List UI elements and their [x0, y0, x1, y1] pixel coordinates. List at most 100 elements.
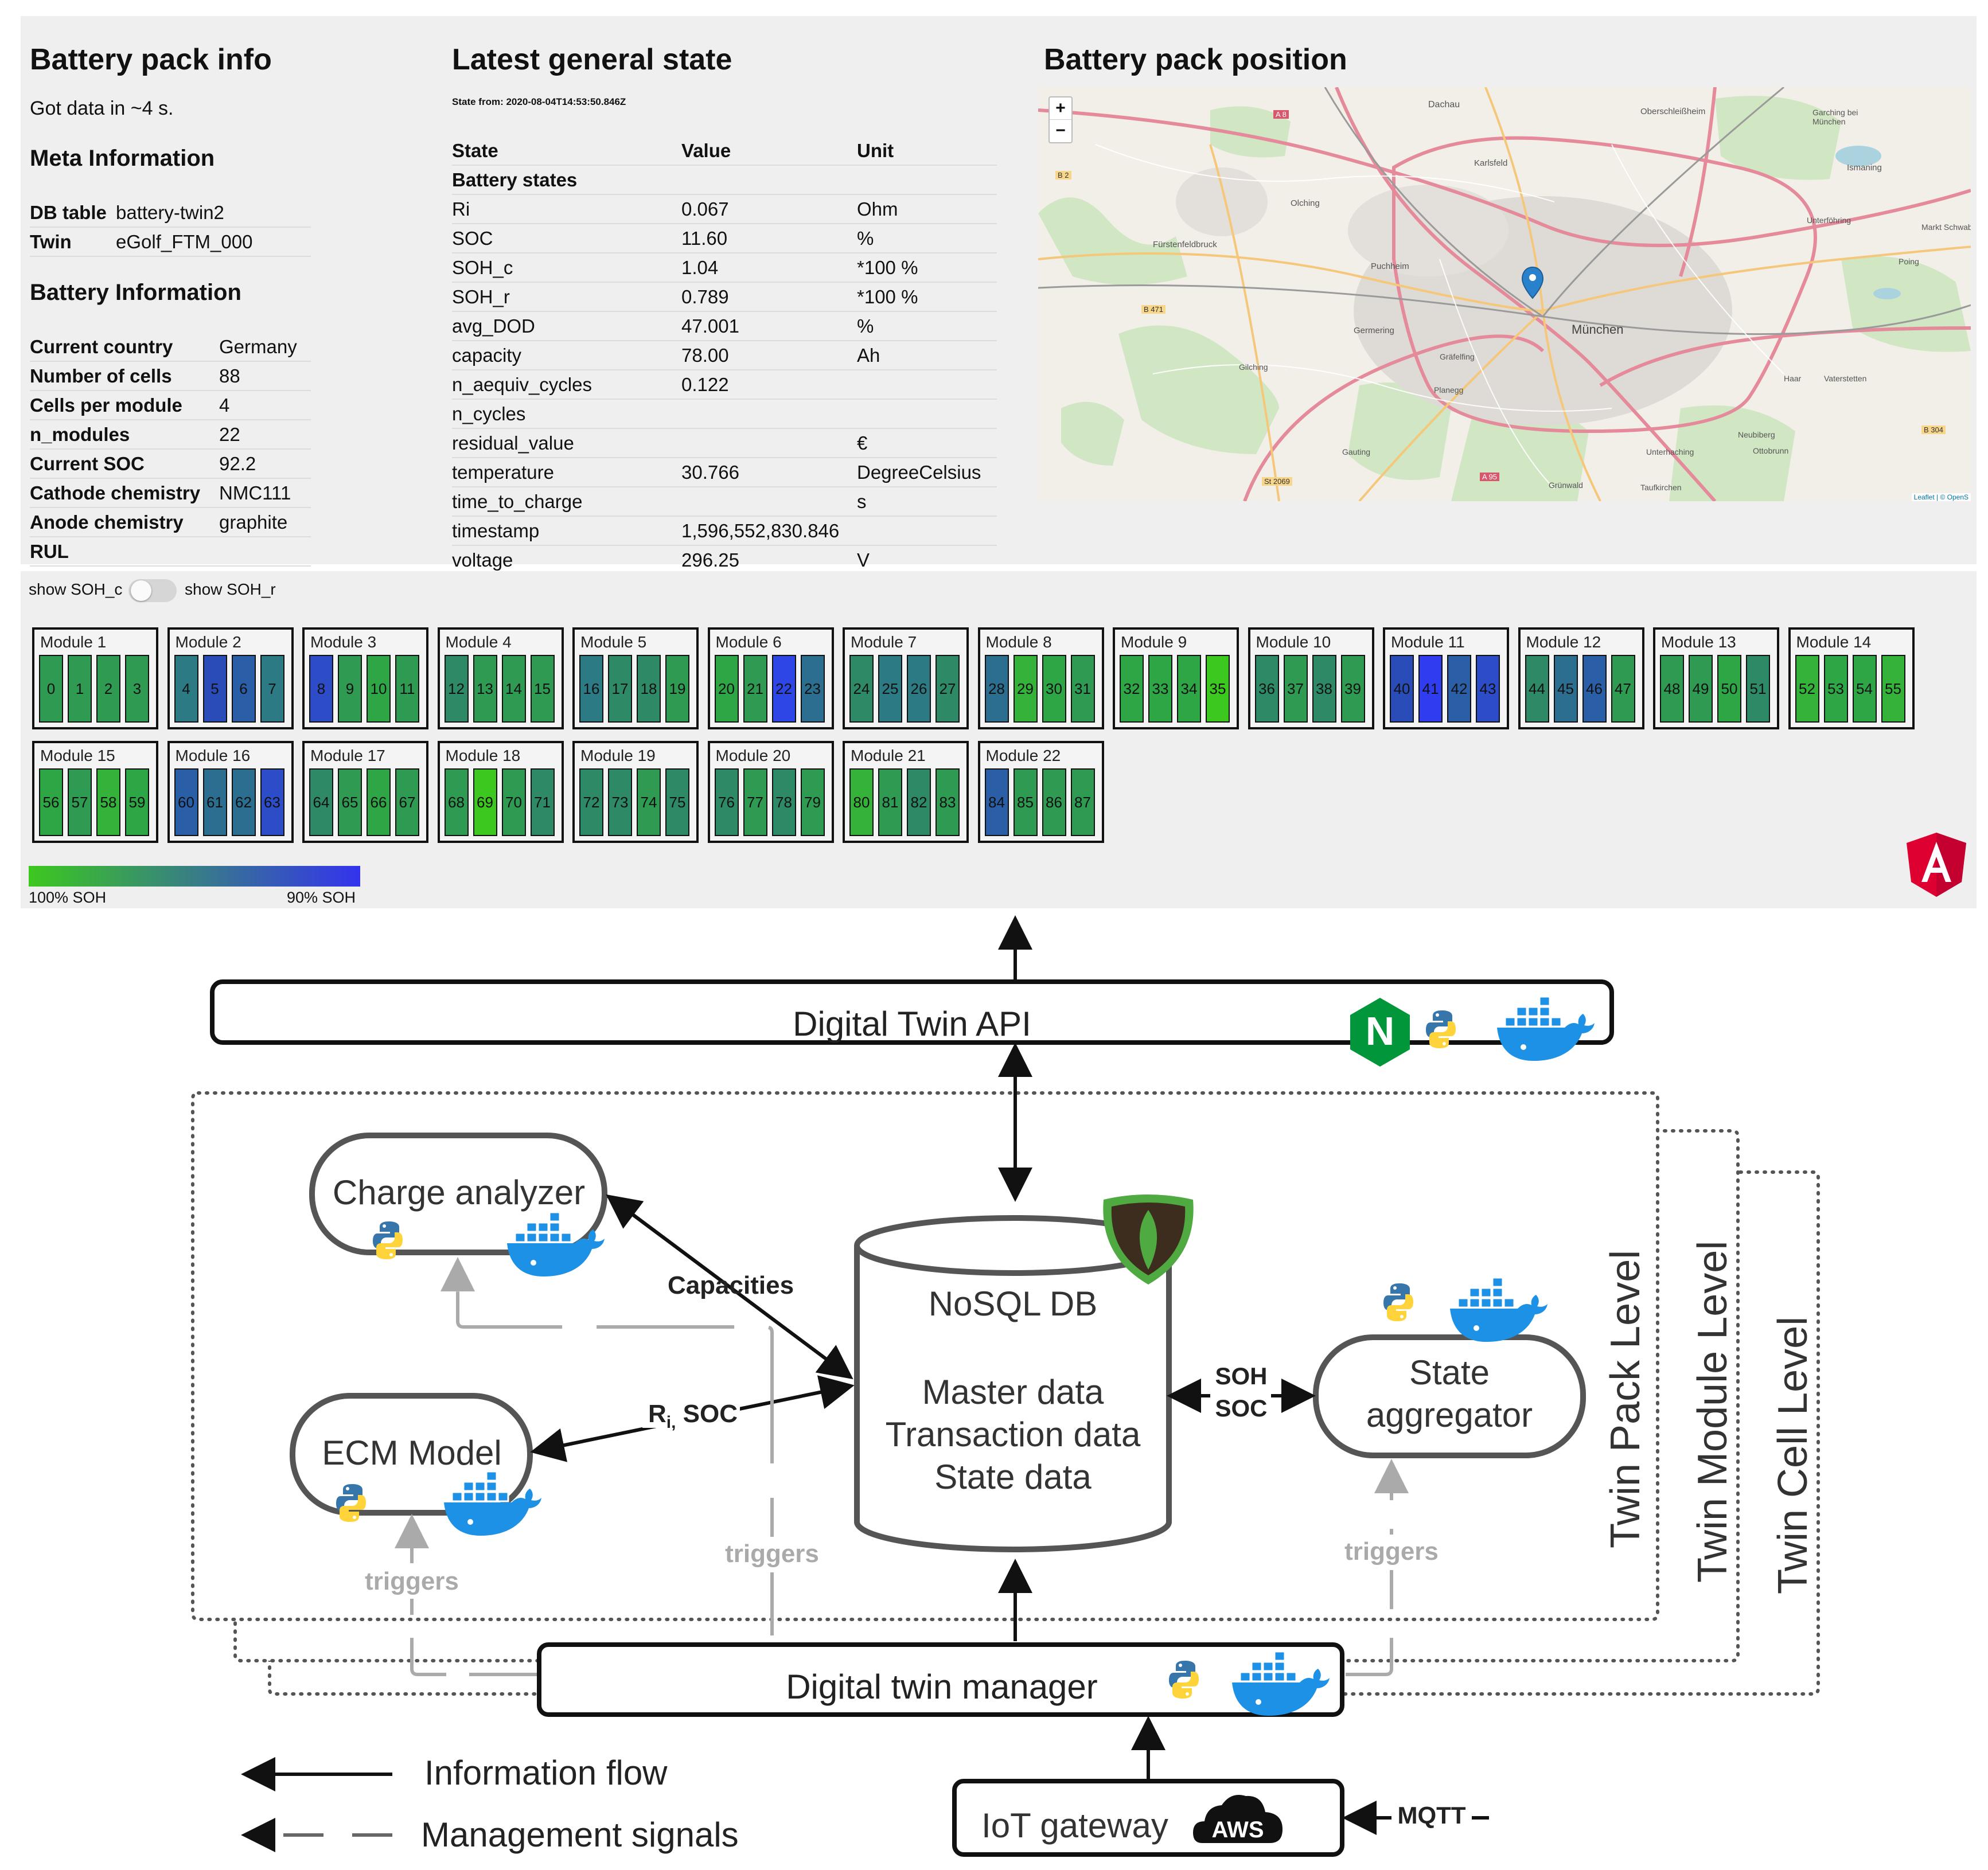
battery-cell[interactable]: 21 — [743, 655, 767, 723]
battery-cell[interactable]: 38 — [1312, 655, 1336, 723]
zoom-in-button[interactable]: + — [1050, 97, 1071, 120]
battery-cell[interactable]: 46 — [1582, 655, 1607, 723]
battery-cell[interactable]: 40 — [1390, 655, 1414, 723]
battery-cell[interactable]: 67 — [395, 768, 419, 836]
battery-cell[interactable]: 34 — [1177, 655, 1201, 723]
battery-cell[interactable]: 26 — [907, 655, 931, 723]
battery-cell[interactable]: 3 — [125, 655, 149, 723]
battery-cell[interactable]: 42 — [1447, 655, 1471, 723]
battery-cell[interactable]: 22 — [771, 655, 796, 723]
battery-cell[interactable]: 28 — [984, 655, 1009, 723]
map-view[interactable]: + − Dachau Oberschleißheim Garching bei … — [1038, 87, 1971, 501]
battery-cell[interactable]: 50 — [1717, 655, 1741, 723]
digital-twin-api-box[interactable] — [210, 979, 1614, 1045]
battery-cell[interactable]: 23 — [800, 655, 825, 723]
battery-cell[interactable]: 63 — [260, 768, 284, 836]
battery-cell[interactable]: 70 — [501, 768, 526, 836]
battery-cell[interactable]: 65 — [338, 768, 362, 836]
battery-cell[interactable]: 55 — [1881, 655, 1905, 723]
battery-cell[interactable]: 76 — [714, 768, 739, 836]
battery-cell[interactable]: 43 — [1476, 655, 1500, 723]
battery-cell[interactable]: 14 — [501, 655, 526, 723]
battery-cell[interactable]: 15 — [530, 655, 555, 723]
battery-cell[interactable]: 0 — [39, 655, 63, 723]
zoom-out-button[interactable]: − — [1055, 121, 1066, 140]
battery-cell[interactable]: 56 — [39, 768, 63, 836]
battery-cell[interactable]: 6 — [231, 655, 256, 723]
battery-cell[interactable]: 39 — [1340, 655, 1365, 723]
battery-cell[interactable]: 62 — [231, 768, 256, 836]
battery-cell[interactable]: 41 — [1418, 655, 1443, 723]
battery-cell[interactable]: 73 — [608, 768, 632, 836]
battery-cell[interactable]: 5 — [202, 655, 227, 723]
map-attribution[interactable]: Leaflet | © OpenS — [1911, 493, 1971, 501]
state-aggregator-box[interactable] — [1313, 1334, 1586, 1458]
battery-cell[interactable]: 61 — [202, 768, 227, 836]
battery-cell[interactable]: 87 — [1070, 768, 1095, 836]
battery-cell[interactable]: 49 — [1689, 655, 1713, 723]
battery-cell[interactable]: 78 — [771, 768, 796, 836]
digital-twin-manager-box[interactable] — [537, 1642, 1344, 1717]
battery-cell[interactable]: 45 — [1553, 655, 1578, 723]
battery-cell[interactable]: 27 — [935, 655, 960, 723]
battery-cell[interactable]: 54 — [1852, 655, 1877, 723]
battery-cell[interactable]: 51 — [1746, 655, 1770, 723]
battery-cell[interactable]: 10 — [367, 655, 391, 723]
battery-cell[interactable]: 8 — [309, 655, 333, 723]
battery-cell[interactable]: 30 — [1042, 655, 1066, 723]
location-marker-icon[interactable] — [1521, 266, 1544, 300]
battery-cell[interactable]: 72 — [579, 768, 603, 836]
soh-toggle-switch[interactable] — [128, 579, 177, 602]
battery-cell[interactable]: 7 — [260, 655, 284, 723]
battery-cell[interactable]: 83 — [935, 768, 960, 836]
battery-cell[interactable]: 44 — [1525, 655, 1549, 723]
battery-cell[interactable]: 66 — [367, 768, 391, 836]
battery-cell[interactable]: 31 — [1070, 655, 1095, 723]
battery-cell[interactable]: 35 — [1206, 655, 1230, 723]
battery-cell[interactable]: 84 — [984, 768, 1009, 836]
battery-cell[interactable]: 59 — [125, 768, 149, 836]
battery-cell[interactable]: 71 — [530, 768, 555, 836]
battery-cell[interactable]: 19 — [665, 655, 689, 723]
battery-cell[interactable]: 47 — [1611, 655, 1635, 723]
battery-cell[interactable]: 77 — [743, 768, 767, 836]
battery-cell[interactable]: 81 — [878, 768, 902, 836]
battery-cell[interactable]: 82 — [907, 768, 931, 836]
battery-cell[interactable]: 64 — [309, 768, 333, 836]
battery-cell[interactable]: 24 — [849, 655, 874, 723]
battery-cell[interactable]: 60 — [174, 768, 198, 836]
battery-cell[interactable]: 36 — [1254, 655, 1279, 723]
battery-cell[interactable]: 58 — [96, 768, 120, 836]
battery-cell[interactable]: 75 — [665, 768, 689, 836]
battery-cell[interactable]: 85 — [1013, 768, 1038, 836]
battery-cell[interactable]: 68 — [444, 768, 469, 836]
battery-cell[interactable]: 79 — [800, 768, 825, 836]
battery-cell[interactable]: 4 — [174, 655, 198, 723]
nosql-db-cylinder[interactable] — [854, 1215, 1172, 1552]
battery-cell[interactable]: 33 — [1148, 655, 1172, 723]
battery-cell[interactable]: 1 — [68, 655, 92, 723]
battery-cell[interactable]: 74 — [637, 768, 661, 836]
battery-cell[interactable]: 17 — [608, 655, 632, 723]
battery-cell[interactable]: 80 — [849, 768, 874, 836]
battery-cell[interactable]: 69 — [473, 768, 497, 836]
